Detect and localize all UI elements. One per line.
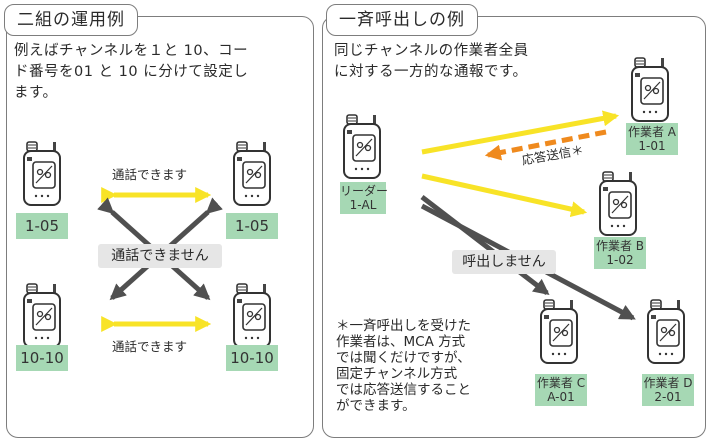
handheld-radio-icon	[631, 57, 669, 122]
leader-label: リーダー 1-AL	[340, 182, 389, 214]
footnote: ＊一斉呼出しを受けた 作業者は、MCA 方式 では聞くだけですが、 固定チャンネ…	[336, 318, 471, 414]
worker-code: 1-01	[638, 139, 666, 153]
no-call-arrow-c	[420, 195, 550, 295]
left-panel-title: 二組の運用例	[4, 4, 138, 36]
worker-label-c: 作業者 C A-01	[535, 374, 587, 406]
talk-label-bottom: 通話できます	[112, 339, 188, 354]
device-label: 10-10	[16, 345, 68, 371]
worker-name: 作業者 C	[536, 376, 586, 390]
device-label: 10-10	[226, 345, 278, 371]
handheld-radio-icon	[23, 141, 61, 206]
worker-code: A-01	[547, 390, 575, 404]
right-panel-title: 一斉呼出しの例	[326, 4, 478, 36]
worker-label-d: 作業者 D 2-01	[642, 374, 694, 406]
reply-arrow	[484, 129, 607, 161]
worker-name: 作業者 D	[643, 376, 693, 390]
device-label: 1-05	[226, 213, 278, 239]
worker-label-b: 作業者 B 1-02	[594, 237, 646, 269]
handheld-radio-icon	[233, 141, 271, 206]
left-description: 例えばチャンネルを１と 10、コー ド番号を01 と 10 に分けて設定し ます…	[14, 43, 249, 101]
no-talk-label: 通話できません	[98, 244, 222, 268]
worker-name: 作業者 B	[595, 239, 645, 253]
right-description: 同じチャンネルの作業者全員 に対する一方的な通報です。	[334, 43, 529, 80]
talk-label-top: 通話できます	[112, 167, 188, 182]
handheld-radio-icon	[540, 299, 578, 364]
handheld-radio-icon	[647, 299, 685, 364]
worker-name: 作業者 A	[627, 125, 677, 139]
handheld-radio-icon	[599, 171, 637, 236]
worker-label-a: 作業者 A 1-01	[626, 123, 678, 155]
handheld-radio-icon	[233, 283, 271, 348]
handheld-radio-icon	[343, 114, 381, 179]
worker-code: 2-01	[654, 390, 682, 404]
call-arrow-a	[421, 110, 620, 155]
call-arrow-b	[421, 173, 588, 218]
worker-code: 1-02	[606, 253, 634, 267]
handheld-radio-icon	[23, 283, 61, 348]
no-call-label: 呼出しません	[452, 250, 556, 274]
device-label: 1-05	[16, 213, 68, 239]
